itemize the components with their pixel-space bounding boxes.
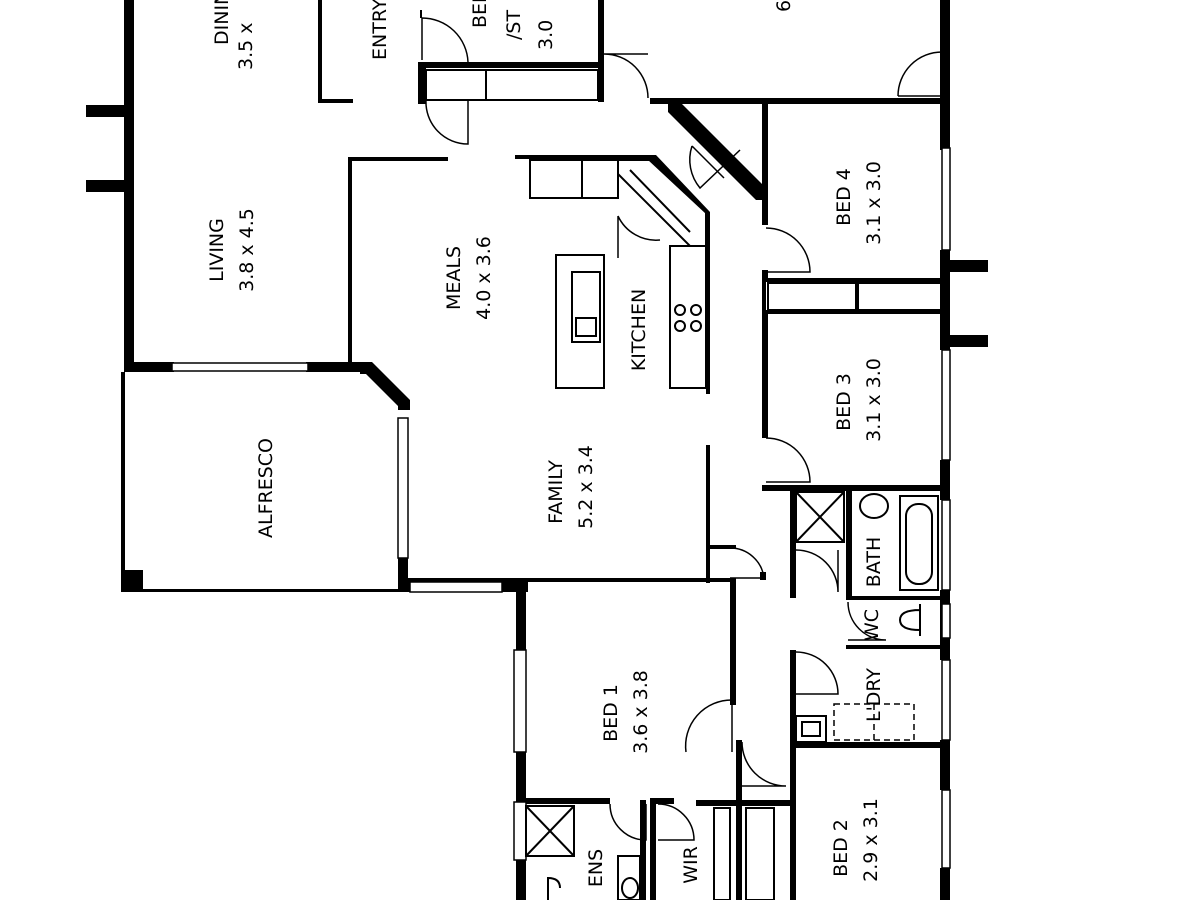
doors <box>421 17 943 841</box>
room-name-dining: DINING <box>211 0 233 45</box>
room-name2-bed5: /ST <box>503 10 525 40</box>
room-name-alfresco: ALFRESCO <box>255 438 277 538</box>
windows <box>171 147 951 869</box>
room-size-dining: 3.5 x <box>235 23 257 71</box>
room-name-bed4: BED 4 <box>833 168 855 226</box>
room-size-top-right: 6 <box>773 0 795 12</box>
room-name-laundry: L'DRY <box>863 668 885 722</box>
room-name-entry: ENTRY <box>369 0 391 60</box>
room-name-wc: WC <box>861 609 883 641</box>
room-name-living: LIVING <box>206 218 228 282</box>
room-name-bed2: BED 2 <box>830 819 852 877</box>
room-name-bed1: BED 1 <box>600 684 622 742</box>
room-name-family: FAMILY <box>545 460 567 524</box>
room-name-bed3: BED 3 <box>833 373 855 431</box>
room-size-bed3: 3.1 x 3.0 <box>863 358 885 442</box>
room-size-bed1: 3.6 x 3.8 <box>630 670 652 754</box>
room-size-bed2: 2.9 x 3.1 <box>860 798 882 882</box>
room-size-meals: 4.0 x 3.6 <box>473 236 495 320</box>
room-name-wir: WIR <box>680 846 702 884</box>
room-name-meals: MEALS <box>443 246 465 310</box>
room-name-kitchen: KITCHEN <box>628 289 650 371</box>
room-name-bath: BATH <box>863 537 885 587</box>
room-size-family: 5.2 x 3.4 <box>575 445 597 529</box>
room-name-ensuite: ENS <box>585 849 607 887</box>
room-labels: DINING 3.5 x ENTRY BED /ST 3.0 6 LIVING … <box>206 0 885 887</box>
room-size-bed5: 3.0 <box>535 20 557 50</box>
walls <box>86 0 988 900</box>
fixtures <box>425 69 943 900</box>
room-size-living: 3.8 x 4.5 <box>236 208 258 292</box>
room-size-bed4: 3.1 x 3.0 <box>863 161 885 245</box>
room-name-bed5: BED <box>469 0 491 28</box>
